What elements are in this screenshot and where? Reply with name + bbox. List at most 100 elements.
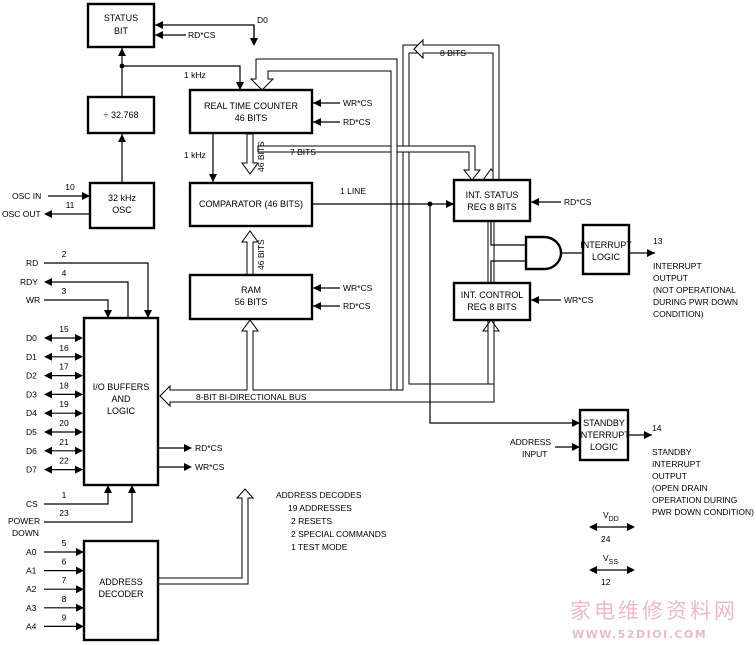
status-bit-box [86, 2, 156, 49]
data-arrow-right-d5 [75, 428, 83, 436]
ram-comparator-bus [241, 230, 259, 276]
rtc-label-2: 46 BITS [235, 113, 268, 123]
int-out-4: DURING PWR DOWN [653, 297, 738, 307]
data-pin-num-d2: 17 [59, 362, 69, 372]
addr-pin-num-a2: 7 [62, 575, 67, 585]
io-label-1: I/O BUFFERS [93, 382, 150, 392]
stby-out-5: OPERATION DURING [652, 495, 737, 505]
rtc-label-1: REAL TIME COUNTER [204, 101, 299, 111]
bits46-label-top: 46 BITS [256, 141, 266, 172]
io-label-3: LOGIC [107, 406, 136, 416]
1khz-to-rtc [122, 65, 241, 90]
vdd-arrow-r [627, 523, 635, 531]
bits7-label: 7 BITS [290, 147, 316, 157]
int-logic-box [581, 223, 631, 276]
cs-pin-label: CS [26, 499, 38, 509]
watermark-text: 家电维修资料网 [570, 599, 738, 623]
data-arrow-left-d2 [44, 371, 52, 380]
control-and-line [490, 260, 526, 283]
one-line-label: 1 LINE [340, 186, 366, 196]
osc-in-arrow [82, 192, 90, 200]
data-arrow-left-d3 [44, 390, 52, 399]
addr-pin-label-a3: A3 [26, 603, 37, 613]
standby-label-3: LOGIC [590, 442, 619, 452]
io-wrcs-arrow [184, 463, 192, 471]
divider-label: ÷ 32.768 [104, 110, 139, 120]
data-arrow-left-d1 [44, 352, 52, 361]
div-status-arrow [118, 48, 126, 56]
rtc-rdcs-arrow [313, 118, 321, 126]
status-8bit-path [413, 38, 500, 181]
ram-label-1: RAM [241, 285, 261, 295]
control-wrcs-arrow [531, 296, 539, 304]
decodes-line-4: 1 TEST MODE [291, 542, 348, 552]
addr-pin-label-a0: A0 [26, 547, 37, 557]
data-arrow-right-d4 [75, 409, 83, 418]
int-out-1: INTERRUPT [653, 261, 702, 271]
pd-line [44, 490, 133, 523]
int-control-box [452, 281, 532, 322]
osc-in-pin-num: 10 [65, 182, 75, 192]
decodes-line-1: 19 ADDRESSES [288, 503, 352, 513]
data-pin-num-d0: 15 [59, 324, 69, 334]
stby-out-arrow [644, 431, 652, 439]
data-pin-label-d1: D1 [26, 352, 37, 362]
data-pin-label-d7: D7 [26, 465, 37, 475]
rtc-wrcs-label: WR*CS [343, 98, 373, 108]
stby-out-4: (OPEN DRAIN [652, 483, 708, 493]
int-pin-num: 13 [653, 236, 663, 246]
status-rdcs-arrow [531, 198, 539, 206]
int-logic-label-2: LOGIC [592, 252, 621, 262]
pd-pin-label-2: DOWN [12, 528, 39, 538]
rd-line [44, 262, 149, 318]
addr-input-arrow [572, 443, 580, 451]
data-arrow-left-d6 [44, 446, 52, 455]
comparator-label: COMPARATOR (46 BITS) [199, 199, 303, 209]
data-pin-label-d4: D4 [26, 408, 37, 418]
data-arrow-right-d2 [75, 371, 83, 380]
comp-status-arrow [446, 200, 454, 208]
data-arrow-right-d6 [75, 446, 83, 455]
vss-arrow-r [627, 566, 635, 574]
rdy-line [52, 281, 129, 318]
vss-label: VSS [603, 553, 618, 566]
status-bit-label-2: BIT [114, 26, 129, 36]
rtc-rdcs-label: RD*CS [343, 117, 371, 127]
addr-lines [44, 548, 84, 631]
addr-pin-label-a1: A1 [26, 566, 37, 576]
addr-pin-num-a1: 6 [62, 557, 67, 567]
rdcs-status-arrow [155, 31, 163, 39]
rtc-box [188, 88, 314, 135]
addr-arrow-a3 [76, 603, 84, 612]
ram-rdcs-arrow [313, 302, 321, 310]
ram-label-2: 56 BITS [235, 297, 268, 307]
data-arrow-left-d0 [44, 334, 52, 342]
addr-arrow-a1 [76, 566, 84, 575]
data-arrow-right-d3 [75, 390, 83, 399]
rd-arrow [144, 310, 152, 318]
rdy-pin-num: 4 [62, 268, 67, 278]
status-rdcs-reg-label: RD*CS [564, 197, 592, 207]
addr-decoder-box [82, 539, 160, 642]
addr-arrow-a4 [76, 622, 84, 631]
rtc-wrcs-arrow [313, 99, 321, 107]
addr-decoder-label-1: ADDRESS [99, 577, 143, 587]
stby-out-6: PWR DOWN CONDITION) [652, 507, 754, 517]
io-rdcs-label: RD*CS [195, 443, 223, 453]
d0-arrowhead [155, 21, 163, 29]
io-box [82, 316, 160, 487]
addr-input-label-1: ADDRESS [510, 437, 551, 447]
bits8-label: 8 BITS [440, 48, 466, 58]
ram-box [188, 273, 314, 321]
bus-into-rtc [249, 58, 398, 391]
ram-wrcs-label: WR*CS [343, 283, 373, 293]
decodes-line-3: 2 SPECIAL COMMANDS [291, 529, 387, 539]
rd-pin-label: RD [26, 258, 38, 268]
standby-arrow [572, 419, 580, 427]
divider-box [86, 95, 156, 135]
osc-in-pin-label: OSC IN [12, 191, 41, 201]
standby-box [578, 408, 630, 462]
standby-label-1: STANDBY [583, 418, 625, 428]
decodes-title: ADDRESS DECODES [276, 490, 362, 500]
